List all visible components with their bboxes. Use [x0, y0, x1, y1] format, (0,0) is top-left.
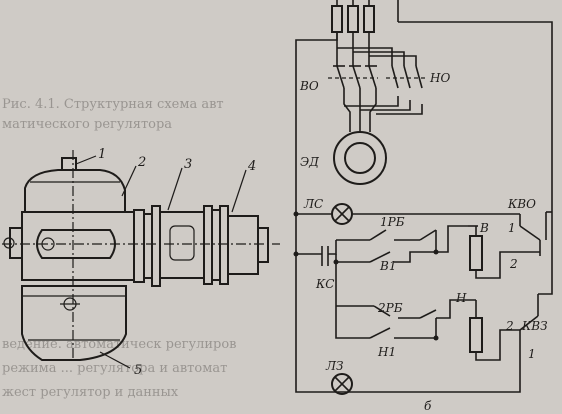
label-no: НО	[429, 71, 450, 85]
fuse-3	[363, 5, 375, 33]
limit-switch-kvz: КВЗ 2 1	[505, 294, 548, 361]
label-v1: В1	[379, 259, 396, 273]
label-contact-1b: 1	[528, 347, 536, 361]
actuator-top-housing	[24, 169, 126, 212]
label-ls: ЛС	[303, 197, 323, 211]
motor-cylinder	[159, 211, 205, 279]
coil-n	[469, 317, 483, 353]
handwheel	[3, 227, 23, 259]
lamp-lz-row: ЛЗ	[325, 359, 353, 395]
coupling-ribs	[133, 205, 161, 287]
label-n1: Н1	[377, 345, 396, 359]
actuator-drawing: 1 2 3 4 5	[2, 147, 280, 378]
callout-2-label: 2	[137, 155, 146, 170]
callout-3-label: 3	[184, 157, 192, 172]
callout-5: 5	[99, 351, 142, 378]
limit-switch-kvo: КВО 1 2	[507, 197, 552, 271]
label-kvz: КВЗ	[521, 319, 548, 333]
actuator-slot	[36, 229, 116, 259]
fuses	[331, 0, 375, 33]
bleed-line-5: жест регулятор и данных	[2, 385, 179, 400]
reverse-branch: 2РБ Н1 Н	[335, 291, 520, 361]
label-n: Н	[455, 291, 467, 305]
motor-terminal-box	[169, 225, 195, 261]
label-v: В	[479, 221, 489, 235]
callout-1: 1	[75, 147, 106, 165]
contactor-vo: ВО	[299, 65, 378, 93]
motor-end-cap	[227, 215, 259, 275]
callout-1-label: 1	[98, 147, 106, 162]
label-vo: ВО	[299, 79, 319, 93]
subfigure-label: б	[424, 399, 432, 413]
bleed-through-text: Рис. 4.1. Структурная схема авт матическ…	[2, 97, 237, 400]
contact-ks: КС	[293, 240, 337, 306]
callout-2: 2	[121, 155, 146, 197]
label-motor: ЭД	[300, 155, 319, 169]
coil-v	[469, 235, 483, 271]
callout-3: 3	[167, 157, 192, 211]
wiring-schematic: ВО НО ЭД	[293, 0, 553, 413]
label-contact-2b: 2	[505, 319, 514, 333]
motor-ed: ЭД	[300, 131, 387, 185]
lamp-lz	[331, 373, 353, 395]
bleed-line-4: режима ... регулятора и автомат	[2, 361, 227, 376]
forward-branch: 1РБ В1 В	[333, 215, 540, 279]
bleed-line-2: матического регулятора	[2, 117, 172, 132]
bleed-line-1: Рис. 4.1. Структурная схема авт	[2, 97, 224, 112]
actuator-lower-housing	[21, 285, 127, 361]
label-kvo: КВО	[507, 197, 536, 211]
actuator-main-body	[21, 211, 135, 281]
fuse-2	[347, 5, 359, 33]
motor-fins	[203, 205, 229, 285]
fuse-1	[331, 5, 343, 33]
callout-5-label: 5	[134, 363, 142, 378]
label-contact-1a: 1	[508, 221, 516, 235]
label-ks: КС	[315, 277, 334, 291]
actuator-shaft	[61, 157, 77, 171]
label-2rb: 2РБ	[377, 301, 403, 315]
label-1rb: 1РБ	[380, 215, 405, 229]
label-contact-2a: 2	[509, 257, 518, 271]
callout-4-label: 4	[247, 159, 256, 174]
callout-4: 4	[231, 159, 256, 213]
lamp-ls-row: ЛС	[293, 197, 520, 225]
contactor-no: НО	[337, 47, 450, 89]
label-lz: ЛЗ	[325, 359, 344, 373]
